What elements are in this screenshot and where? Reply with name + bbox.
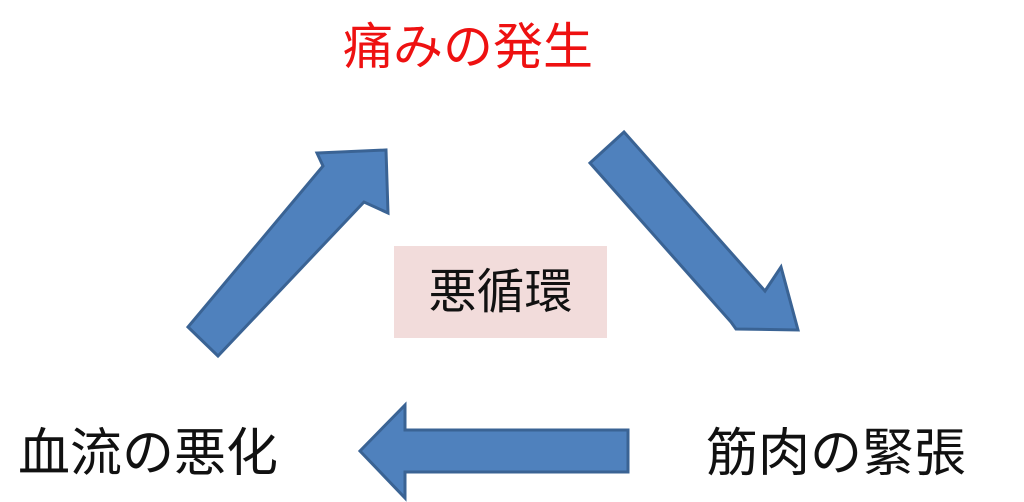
arrow-bloodflow-to-pain — [185, 148, 390, 359]
arrow-pain-to-tension — [587, 129, 800, 332]
center-label: 悪循環 — [428, 264, 573, 320]
node-blood-flow-worsening: 血流の悪化 — [18, 424, 279, 484]
arrow-tension-to-bloodflow — [357, 401, 630, 502]
center-label-box: 悪循環 — [394, 246, 607, 338]
node-pain-onset: 痛みの発生 — [343, 18, 593, 76]
node-muscle-tension: 筋肉の緊張 — [706, 424, 967, 484]
